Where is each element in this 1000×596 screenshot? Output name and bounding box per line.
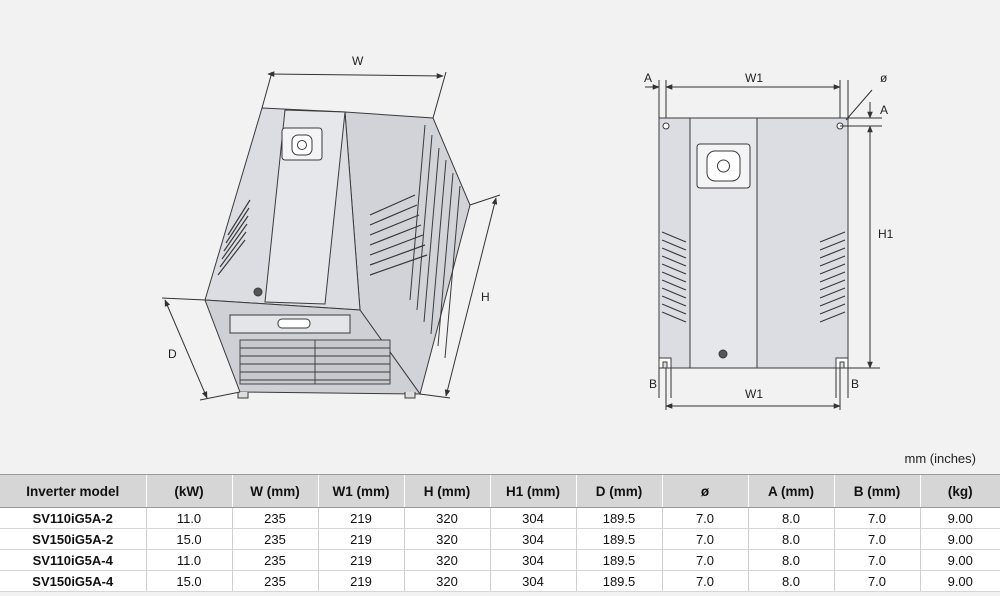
cell-b: 7.0 [833, 549, 920, 571]
cell-w1: 219 [317, 570, 404, 592]
cell-d: 189.5 [575, 570, 662, 592]
side-vent-slats [369, 194, 428, 276]
dim-label-W1-bottom: W1 [745, 387, 763, 401]
col-header-w1: W1 (mm) [317, 474, 404, 508]
cell-d: 189.5 [575, 549, 662, 571]
cell-kg: 9.00 [919, 549, 1000, 571]
dim-label-phi: ø [880, 71, 888, 85]
col-header-model: Inverter model [0, 474, 146, 508]
dim-label-B-left: B [649, 377, 657, 391]
dim-label-H1: H1 [878, 227, 894, 241]
col-header-w: W (mm) [231, 474, 318, 508]
col-header-h: H (mm) [403, 474, 490, 508]
dim-label-B-right: B [851, 377, 859, 391]
cell-kw: 11.0 [145, 507, 232, 529]
cell-a: 8.0 [747, 570, 834, 592]
cell-phi: 7.0 [661, 528, 748, 550]
cell-w: 235 [231, 570, 318, 592]
cell-phi: 7.0 [661, 507, 748, 529]
technical-drawing: W H D [161, 54, 894, 410]
cell-b: 7.0 [833, 528, 920, 550]
units-note: mm (inches) [904, 451, 976, 466]
col-header-b: B (mm) [833, 474, 920, 508]
table-row: SV110iG5A-4 11.0 235 219 320 304 189.5 7… [0, 549, 1000, 571]
front-view [658, 117, 849, 369]
cell-model: SV110iG5A-4 [0, 549, 146, 571]
cell-w: 235 [231, 549, 318, 571]
dim-label-A-left: A [644, 71, 652, 85]
col-header-a: A (mm) [747, 474, 834, 508]
cell-h1: 304 [489, 570, 576, 592]
table-header-row: Inverter model (kW) W (mm) W1 (mm) H (mm… [0, 474, 1000, 508]
table-row: SV150iG5A-4 15.0 235 219 320 304 189.5 7… [0, 570, 1000, 592]
table-row: SV150iG5A-2 15.0 235 219 320 304 189.5 7… [0, 528, 1000, 550]
cell-b: 7.0 [833, 507, 920, 529]
cell-phi: 7.0 [661, 570, 748, 592]
isometric-view [204, 107, 471, 399]
dim-label-A-right: A [880, 103, 888, 117]
dim-label-H: H [481, 290, 490, 304]
front-vent-slats [217, 199, 251, 276]
front-dimensions [645, 80, 882, 410]
cell-w1: 219 [317, 528, 404, 550]
cell-kw: 11.0 [145, 549, 232, 571]
dim-label-D: D [168, 347, 177, 361]
dim-label-W: W [352, 54, 364, 68]
cell-d: 189.5 [575, 528, 662, 550]
col-header-kg: (kg) [919, 474, 1000, 508]
cell-a: 8.0 [747, 507, 834, 529]
table-row: SV110iG5A-2 11.0 235 219 320 304 189.5 7… [0, 507, 1000, 529]
spec-table: Inverter model (kW) W (mm) W1 (mm) H (mm… [0, 474, 1000, 592]
cell-h: 320 [403, 528, 490, 550]
cell-h: 320 [403, 507, 490, 529]
cell-w: 235 [231, 528, 318, 550]
col-header-kw: (kW) [145, 474, 232, 508]
cell-model: SV150iG5A-4 [0, 570, 146, 592]
front-right-slats [819, 231, 846, 323]
cell-h: 320 [403, 570, 490, 592]
cell-a: 8.0 [747, 528, 834, 550]
cell-kg: 9.00 [919, 528, 1000, 550]
front-left-slats [661, 231, 687, 323]
dim-label-W1-top: W1 [745, 71, 763, 85]
cell-h1: 304 [489, 549, 576, 571]
bottom-grille [239, 339, 391, 385]
col-header-phi: ø [661, 474, 748, 508]
cell-d: 189.5 [575, 507, 662, 529]
col-header-d: D (mm) [575, 474, 662, 508]
iso-dimensions [161, 71, 501, 401]
cell-h: 320 [403, 549, 490, 571]
cell-model: SV110iG5A-2 [0, 507, 146, 529]
cell-kw: 15.0 [145, 528, 232, 550]
cell-a: 8.0 [747, 549, 834, 571]
col-header-h1: H1 (mm) [489, 474, 576, 508]
cell-kg: 9.00 [919, 570, 1000, 592]
cell-kw: 15.0 [145, 570, 232, 592]
cell-phi: 7.0 [661, 549, 748, 571]
cell-model: SV150iG5A-2 [0, 528, 146, 550]
cell-w1: 219 [317, 549, 404, 571]
cell-w: 235 [231, 507, 318, 529]
cell-b: 7.0 [833, 570, 920, 592]
cell-kg: 9.00 [919, 507, 1000, 529]
cell-h1: 304 [489, 528, 576, 550]
cell-h1: 304 [489, 507, 576, 529]
cell-w1: 219 [317, 507, 404, 529]
